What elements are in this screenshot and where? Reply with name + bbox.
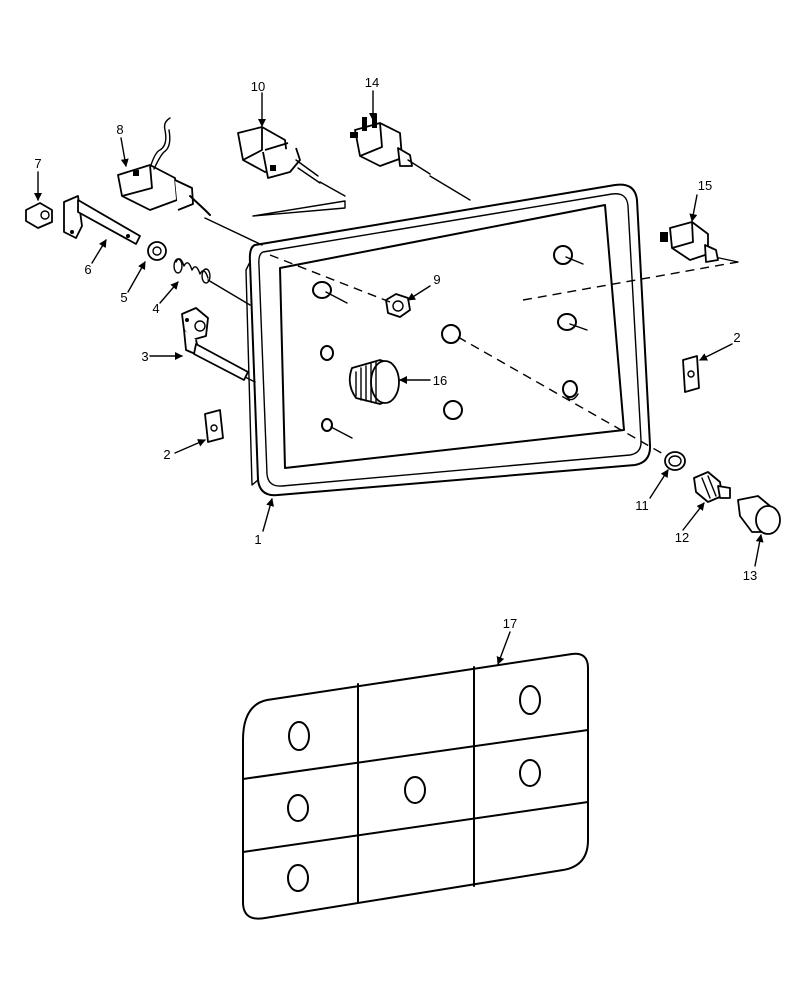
callout-4: 4: [152, 301, 159, 316]
clip-2-right: [682, 355, 700, 393]
lever-6: [63, 195, 141, 245]
nut-9: [385, 293, 411, 318]
switch-8: [117, 117, 211, 216]
spring-4: [173, 258, 211, 284]
callout-14: 14: [365, 75, 379, 90]
callout-10: 10: [251, 79, 265, 94]
callout-leaders: [34, 90, 764, 665]
callout-1: 1: [254, 532, 261, 547]
washer-5: [147, 241, 167, 261]
callout-11: 11: [635, 498, 649, 513]
ring-11: [664, 451, 686, 471]
callout-3: 3: [141, 349, 148, 364]
callout-2-left: 2: [163, 447, 170, 462]
fitting-7: [25, 202, 53, 229]
callout-8: 8: [116, 122, 123, 137]
switch-10: [237, 126, 321, 184]
callout-6: 6: [84, 262, 91, 277]
holder-12: [693, 471, 731, 503]
callout-13: 13: [743, 568, 757, 583]
switch-leaders: [204, 175, 739, 383]
switch-15: [660, 221, 719, 263]
alignment-lines: [269, 254, 739, 460]
callout-12: 12: [675, 530, 689, 545]
clip-2-left: [204, 409, 224, 443]
callout-labels: 1 2 2 3 4 5 6 7 8 9 10 11 12 13 14 15 16…: [34, 75, 757, 631]
callout-17: 17: [503, 616, 517, 631]
callout-5: 5: [120, 290, 127, 305]
overlay-panel-17: [242, 652, 589, 920]
panel-holes: [312, 245, 588, 439]
callout-9: 9: [433, 272, 440, 287]
panel-frame: [245, 183, 652, 497]
knob-16: [348, 359, 400, 405]
bracket-3: [181, 307, 249, 381]
callout-16: 16: [433, 373, 447, 388]
callout-2-right: 2: [733, 330, 740, 345]
switch-14: [350, 114, 431, 175]
knob-13: [737, 495, 781, 535]
callout-15: 15: [698, 178, 712, 193]
callout-7: 7: [34, 156, 41, 171]
